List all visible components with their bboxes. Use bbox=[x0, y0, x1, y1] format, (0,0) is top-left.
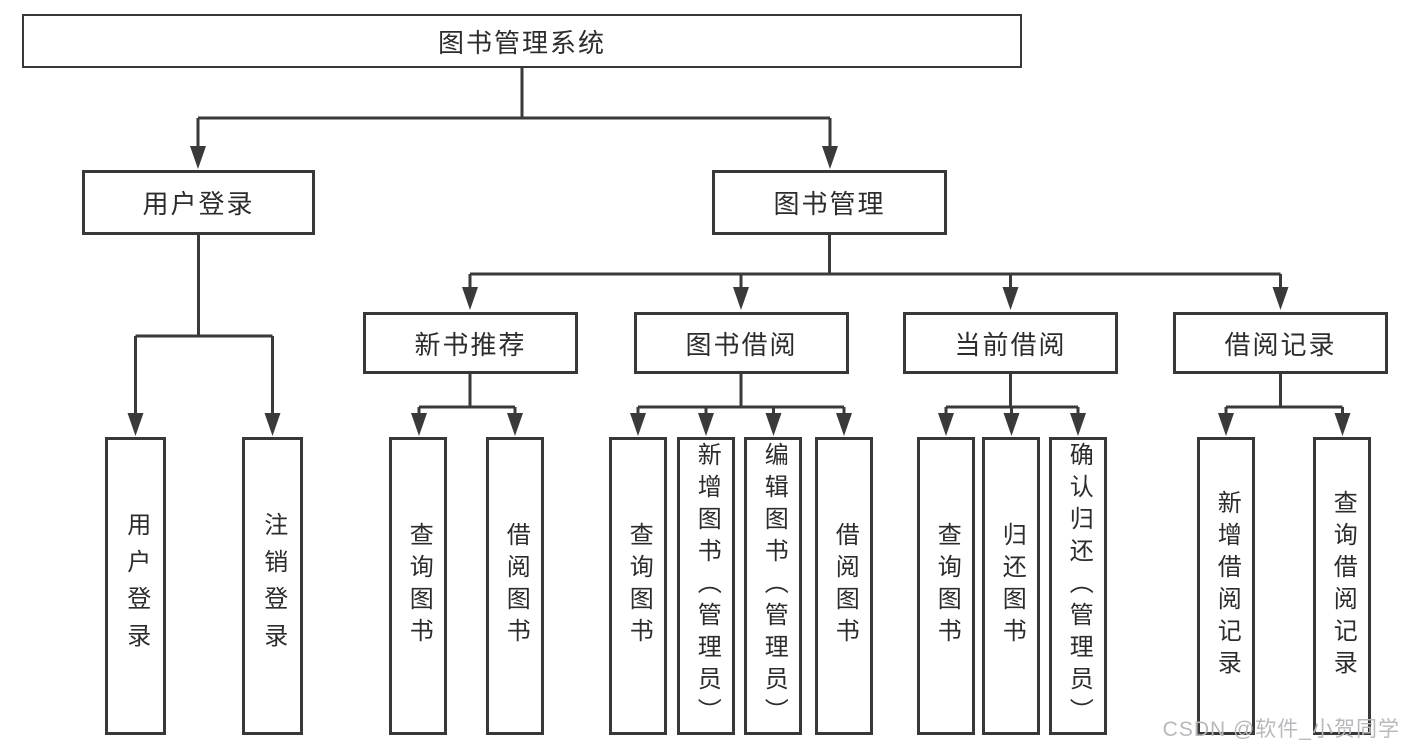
leaf-confirm-return-admin-label: 确认归还（管理员） bbox=[1065, 442, 1093, 730]
leaf-user-login-label: 用户登录 bbox=[122, 512, 150, 660]
leaf-borrow-books-recommend: 借阅图书 bbox=[486, 437, 544, 735]
leaf-query-borrow-record: 查询借阅记录 bbox=[1313, 437, 1371, 735]
leaf-return-books-label: 归还图书 bbox=[998, 522, 1026, 650]
node-user-login-label: 用户登录 bbox=[142, 189, 255, 219]
leaf-user-login: 用户登录 bbox=[105, 437, 166, 735]
leaf-query-books-current: 查询图书 bbox=[917, 437, 975, 735]
node-borrowing-records-label: 借阅记录 bbox=[1224, 329, 1337, 360]
node-new-book-recommendation: 新书推荐 bbox=[363, 312, 578, 374]
leaf-query-books-recommend-label: 查询图书 bbox=[405, 522, 433, 650]
leaf-add-books-admin: 新增图书（管理员） bbox=[677, 437, 735, 735]
leaf-logout-label: 注销登录 bbox=[259, 512, 287, 660]
leaf-add-borrow-record: 新增借阅记录 bbox=[1197, 437, 1255, 735]
leaf-edit-books-admin: 编辑图书（管理员） bbox=[744, 437, 802, 735]
leaf-borrow-books: 借阅图书 bbox=[815, 437, 873, 735]
leaf-query-books-borrow-label: 查询图书 bbox=[625, 522, 653, 650]
node-current-borrowing: 当前借阅 bbox=[903, 312, 1118, 374]
node-book-management-label: 图书管理 bbox=[773, 189, 886, 219]
node-new-book-recommendation-label: 新书推荐 bbox=[414, 329, 527, 360]
leaf-query-books-recommend: 查询图书 bbox=[389, 437, 447, 735]
leaf-logout: 注销登录 bbox=[242, 437, 303, 735]
leaf-return-books: 归还图书 bbox=[982, 437, 1040, 735]
node-book-borrowing-label: 图书借阅 bbox=[685, 329, 798, 360]
leaf-add-books-admin-label: 新增图书（管理员） bbox=[693, 442, 721, 730]
leaf-borrow-books-label: 借阅图书 bbox=[831, 522, 859, 650]
node-current-borrowing-label: 当前借阅 bbox=[954, 329, 1067, 360]
node-borrowing-records: 借阅记录 bbox=[1173, 312, 1388, 374]
leaf-add-borrow-record-label: 新增借阅记录 bbox=[1213, 490, 1241, 682]
leaf-confirm-return-admin: 确认归还（管理员） bbox=[1049, 437, 1107, 735]
node-user-login: 用户登录 bbox=[82, 170, 315, 235]
node-library-system: 图书管理系统 bbox=[22, 14, 1022, 68]
node-library-system-label: 图书管理系统 bbox=[437, 27, 606, 58]
leaf-edit-books-admin-label: 编辑图书（管理员） bbox=[760, 442, 788, 730]
leaf-query-books-borrow: 查询图书 bbox=[609, 437, 667, 735]
leaf-borrow-books-recommend-label: 借阅图书 bbox=[502, 522, 530, 650]
watermark: CSDN @软件_小贺同学 bbox=[1162, 718, 1400, 741]
node-book-management: 图书管理 bbox=[712, 170, 947, 235]
node-book-borrowing: 图书借阅 bbox=[634, 312, 849, 374]
leaf-query-books-current-label: 查询图书 bbox=[933, 522, 961, 650]
leaf-query-borrow-record-label: 查询借阅记录 bbox=[1329, 490, 1357, 682]
